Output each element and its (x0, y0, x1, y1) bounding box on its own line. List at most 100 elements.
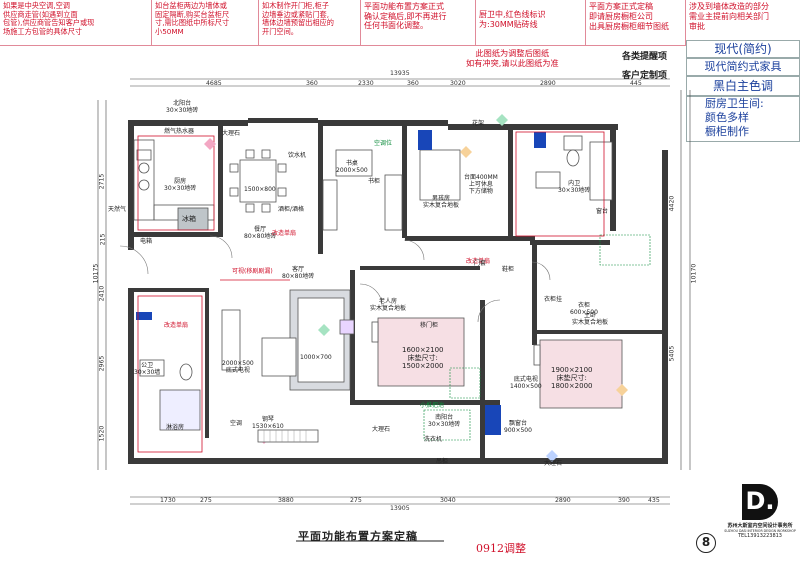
logo-phone: TEL13913223813 (738, 533, 782, 539)
door-arcs (119, 235, 551, 323)
gas-heater-label: 燃气热水器 (164, 128, 195, 135)
note-tile-line: 厨卫中,红色线标识 为:30MM贴砖线 (476, 0, 586, 46)
dim-top-6: 2890 (540, 80, 556, 87)
tv-cabinet-label: 2000×500 底式电视 (222, 360, 254, 374)
dim-bottom-total: 13905 (390, 505, 410, 512)
dim-right-total: 10170 (690, 263, 698, 284)
dim-bottom-5: 3040 (440, 497, 456, 504)
dim-top-3: 2330 (358, 80, 374, 87)
dim-right-2: 5405 (668, 345, 676, 362)
dim-left-3: 2410 (98, 285, 106, 302)
dim-left-2: 215 (99, 233, 107, 246)
bookcase-label: 书柜 (368, 178, 381, 185)
shower-label: 淋浴房 (166, 424, 185, 431)
bed1-label: 1600×2100 床垫尺寸: 1500×2000 (402, 346, 444, 370)
dim-left-1: 2715 (98, 173, 106, 190)
note-final-plan: 平面功能布置方案正式 确认定稿后,即不再进行 任何书面化调整。 (361, 0, 476, 46)
dim-top-4: 360 (407, 80, 419, 87)
change-door-label-1: 改造单扇 (272, 230, 297, 237)
drink-cab-label: 饮水机 (288, 152, 307, 159)
dining-table-label: 1500×800 (244, 186, 276, 193)
note-cabinet-drawing: 平面方案正式定稿 即请厨房橱柜公司 出具厨房橱柜细节图纸 (586, 0, 686, 46)
room-study: 书桌 2000×500 (336, 160, 368, 174)
ac-label: 空调 (230, 420, 243, 427)
fridge-label: 冰箱 (182, 215, 196, 223)
room-north-balcony: 北阳台 30×30地砖 (166, 100, 199, 114)
dim-top-total: 13935 (390, 70, 410, 77)
room-south-balcony: 南阳台 30×30地砖 (428, 414, 461, 428)
top-notes-bar (0, 0, 800, 46)
dim-left-total: 10175 (92, 263, 100, 284)
footer-version: 0912调整 (476, 542, 526, 555)
room-dining: 餐厅 80×80地砖 (244, 226, 277, 240)
big-stone-label-1: 大理石 (222, 130, 241, 137)
ac-place-label: 空调位 (374, 140, 393, 147)
interior-walls (128, 126, 665, 460)
room-elder: 老人房 实木复合地板 (370, 298, 407, 312)
note-text: 如木制作开门柜,柜子 边墙垂边或紧贴门套, 墙体边墙预留出相应的 开门空间。 (262, 1, 334, 36)
style-tag-modern: 现代(简约) (686, 40, 800, 58)
piano-keys (263, 430, 307, 442)
style-tag-furniture: 现代简约式家具 (686, 58, 800, 76)
dim-top-2: 360 (306, 80, 318, 87)
dim-bottom-4: 275 (350, 497, 362, 504)
room-public-bath: 公卫 30×30墙 (134, 362, 161, 376)
hang-cab-label: 吊柜 (436, 458, 449, 465)
wardrobe-label: 衣柜 600×500 (570, 302, 598, 316)
dim-bottom-8: 435 (648, 497, 660, 504)
dim-bottom-7: 390 (618, 497, 630, 504)
dim-bottom-1: 1730 (160, 497, 176, 504)
note-text: 如台盆柜两边为墙体或 固定隔断,购买台盆柜尺 寸,需比图纸中所标尺寸 小50MM (155, 1, 230, 36)
custom-label: 客户定制项 (622, 71, 668, 81)
dim-bottom-3: 3880 (278, 497, 294, 504)
red-change-label: 可视(移剧剧漏) (232, 268, 273, 275)
decor-plants (204, 114, 628, 462)
window-sill-label: 窗台 (596, 208, 609, 215)
note-text: 平面方案正式定稿 即请厨房橱柜公司 出具厨房橱柜细节图纸 (589, 2, 669, 31)
room-bay: 飘窗台 900×500 (504, 420, 532, 434)
natural-gas-label: 天然气 (108, 206, 127, 213)
shoe-cab-label: 鞋柜 (502, 266, 515, 273)
logo-brand: 苏州大斯室内空间设计事务所 (727, 523, 793, 529)
dim-bottom-2: 275 (200, 497, 212, 504)
green-annotations (423, 234, 651, 441)
note-text: 平面功能布置方案正式 确认定稿后,即不再进行 任何书面化调整。 (364, 2, 447, 31)
note-text: 涉及到墙体改造的部分 需业主提前向相关部门 审批 (689, 2, 769, 31)
study-desk (322, 149, 403, 231)
door-glass-label: 门套 (474, 260, 487, 267)
room-master-bath: 内卫 30×30地砖 (558, 180, 591, 194)
dim-left-5: 1520 (98, 425, 106, 442)
footer-title: 平面功能布置方案定稿 (298, 530, 418, 543)
kitchen-counter (133, 139, 215, 231)
piano-label: 钢琴 1530×610 (252, 416, 284, 430)
dimension-lines (97, 78, 691, 505)
style-tag-kitchen: 厨房卫生间: 颜色多样 橱柜制作 (686, 96, 800, 142)
bathroom-fixtures (139, 135, 613, 431)
tile-lines (137, 131, 605, 453)
cab-shelf-label: 衣柜挂 (544, 296, 563, 303)
change-door-label-2: 改造单扇 (164, 322, 189, 329)
elec-box-label: 电箱 (140, 238, 153, 245)
company-logo: D. 苏州大斯室内空间设计事务所 SUZHOU DASI INTERIOR DE… (722, 484, 798, 560)
note-central-ac: 如果是中央空调,空调 供应商走管(如遇到立面 包管),供应商管告知客户或现 场施… (0, 0, 152, 46)
page-number: 8 (696, 533, 716, 553)
note-wall-approval: 涉及到墙体改造的部分 需业主提前向相关部门 审批 (686, 0, 800, 46)
room-living: 客厅 80×80地砖 (282, 266, 315, 280)
change-door-label-3: 改造单扇 (466, 258, 491, 265)
big-stone-label-3: 大理石 (544, 460, 563, 467)
note-text: 厨卫中,红色线标识 为:30MM贴砖线 (479, 10, 546, 29)
dim-top-1: 4685 (206, 80, 222, 87)
wash-machine-label: 洗衣机 (424, 436, 443, 443)
note-wood-cabinet: 如木制作开门柜,柜子 边墙垂边或紧贴门套, 墙体边墙预留出相应的 开门空间。 (259, 0, 361, 46)
big-stone-label-2: 大理石 (372, 426, 391, 433)
laundry-label: 小推把池 (420, 402, 445, 409)
dim-top-5: 3020 (450, 80, 466, 87)
dim-left-4: 2965 (98, 355, 106, 372)
dim-right-1: 4420 (668, 195, 676, 212)
room-master: 主卧 实木复合地板 (572, 312, 609, 326)
exterior-walls (128, 118, 668, 464)
dining-table (229, 149, 287, 213)
bed2-label: 1900×2100 床垫尺寸: 1800×2000 (551, 366, 593, 390)
beds (371, 149, 623, 409)
